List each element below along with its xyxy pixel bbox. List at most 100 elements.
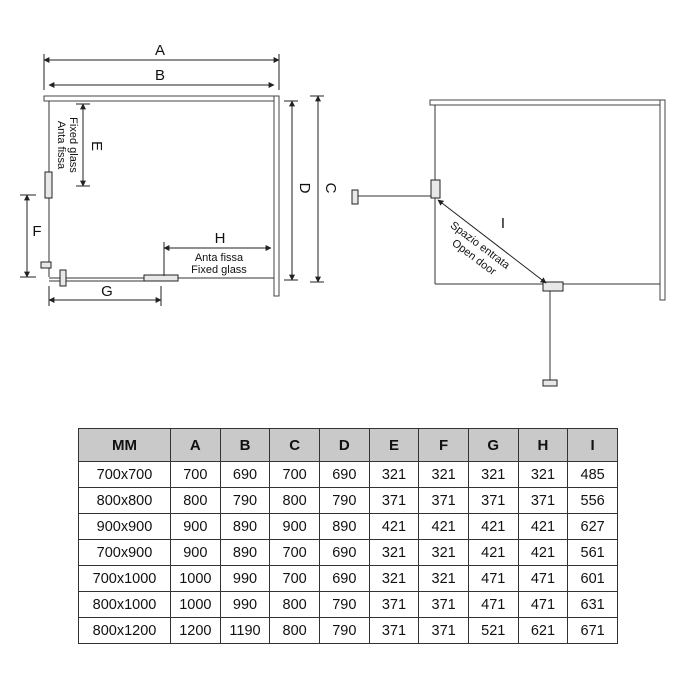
table-cell-size: 800x800 <box>78 487 171 514</box>
table-cell: 627 <box>567 513 618 540</box>
table-cell: 321 <box>517 461 569 488</box>
header-e: E <box>368 428 420 462</box>
table-cell: 321 <box>368 539 420 566</box>
label-h: H <box>215 230 226 247</box>
table-cell: 700 <box>269 565 320 592</box>
table-cell: 671 <box>567 617 618 644</box>
table-cell: 890 <box>318 513 370 540</box>
left-door-handle <box>351 189 359 205</box>
label-d: D <box>296 183 313 194</box>
table-cell: 790 <box>318 487 370 514</box>
table-cell: 700 <box>269 461 320 488</box>
table-cell: 690 <box>318 461 370 488</box>
header-c: C <box>269 428 320 462</box>
table-cell: 421 <box>418 513 469 540</box>
table-cell: 1190 <box>219 617 271 644</box>
table-cell: 371 <box>368 617 420 644</box>
table-cell-size: 800x1000 <box>78 591 171 618</box>
label-e: E <box>88 141 105 151</box>
table-cell: 621 <box>517 617 569 644</box>
table-cell: 800 <box>269 591 320 618</box>
hinge-bracket <box>44 171 53 199</box>
fixed-glass-it-horizontal: Anta fissa <box>195 252 244 264</box>
table-cell-size: 700x700 <box>78 461 171 488</box>
table-cell: 556 <box>567 487 618 514</box>
table-cell: 371 <box>517 487 569 514</box>
table-cell-size: 700x900 <box>78 539 171 566</box>
table-cell: 521 <box>467 617 519 644</box>
label-f: F <box>32 223 41 240</box>
table-cell: 631 <box>567 591 618 618</box>
table-cell: 800 <box>170 487 221 514</box>
header-mm: MM <box>78 428 171 462</box>
table-cell: 471 <box>467 565 519 592</box>
fixed-glass-en-vertical: Fixed glass <box>67 117 79 173</box>
table-cell: 1200 <box>170 617 221 644</box>
top-wall-right <box>429 99 666 106</box>
table-cell: 371 <box>368 487 420 514</box>
table-cell: 421 <box>368 513 420 540</box>
label-g: G <box>101 283 113 300</box>
label-i: I <box>501 215 505 232</box>
table-cell: 1000 <box>170 591 221 618</box>
table-cell: 900 <box>269 513 320 540</box>
table-cell: 800 <box>269 487 320 514</box>
right-wall <box>273 95 280 297</box>
table-cell: 471 <box>517 565 569 592</box>
table-cell: 790 <box>318 591 370 618</box>
table-cell: 690 <box>219 461 271 488</box>
table-cell: 900 <box>170 513 221 540</box>
plan-view-closed: A B D C E Anta fissa Fixed glass F G <box>20 42 339 306</box>
table-cell: 321 <box>368 461 420 488</box>
header-d: D <box>318 428 370 462</box>
table-cell: 421 <box>467 513 519 540</box>
table-cell: 485 <box>567 461 618 488</box>
table-cell: 790 <box>219 487 271 514</box>
table-cell: 321 <box>418 461 469 488</box>
table-cell: 321 <box>467 461 519 488</box>
door-handle <box>59 269 67 287</box>
table-cell: 990 <box>219 591 271 618</box>
table-cell: 321 <box>418 539 469 566</box>
table-cell: 990 <box>219 565 271 592</box>
table-cell: 900 <box>170 539 221 566</box>
table-cell: 371 <box>418 487 469 514</box>
table-cell: 421 <box>517 513 569 540</box>
table-cell: 421 <box>517 539 569 566</box>
table-header-row: MM A B C D E F G H I <box>78 428 618 462</box>
table-cell: 1000 <box>170 565 221 592</box>
header-b: B <box>219 428 271 462</box>
shower-enclosure-diagram: A B D C E Anta fissa Fixed glass F G <box>20 42 666 387</box>
header-i: I <box>567 428 618 462</box>
table-cell: 371 <box>418 617 469 644</box>
top-wall <box>43 95 280 102</box>
label-c: C <box>322 183 339 194</box>
table-cell: 800 <box>269 617 320 644</box>
table-cell-size: 700x1000 <box>78 565 171 592</box>
table-cell: 700 <box>170 461 221 488</box>
left-door-hinge <box>430 179 441 199</box>
label-b: B <box>155 67 165 84</box>
table-cell: 561 <box>567 539 618 566</box>
label-a: A <box>155 42 165 59</box>
bottom-door-handle <box>542 379 558 387</box>
header-a: A <box>170 428 221 462</box>
table-cell: 890 <box>219 539 271 566</box>
header-f: F <box>418 428 469 462</box>
table-cell: 790 <box>318 617 370 644</box>
right-wall-right <box>659 99 666 301</box>
table-cell: 690 <box>318 565 370 592</box>
table-cell: 471 <box>467 591 519 618</box>
door-hinge <box>143 274 179 282</box>
bottom-door-hinge <box>542 281 564 292</box>
dim-i-line <box>437 199 547 284</box>
table-cell: 700 <box>269 539 320 566</box>
